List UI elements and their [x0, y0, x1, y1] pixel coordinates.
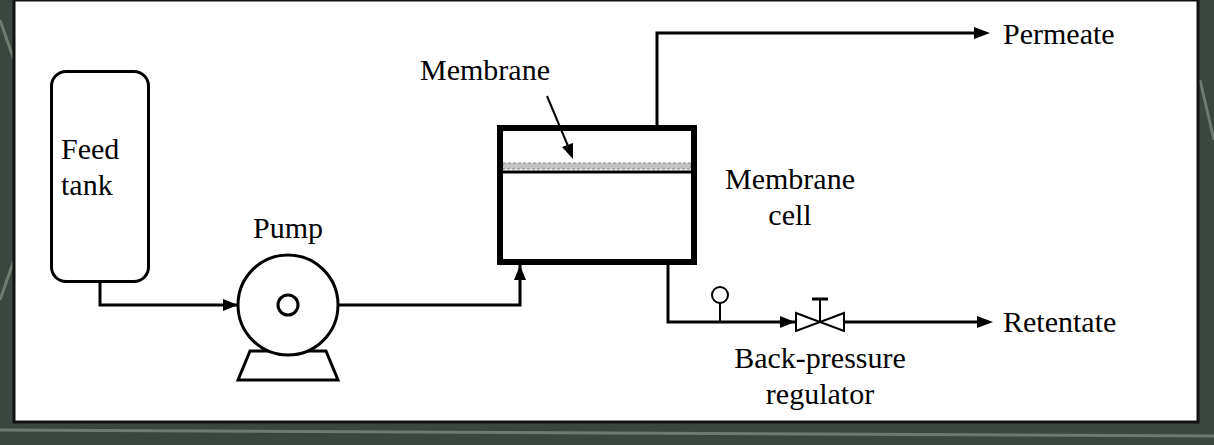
pump-impeller [278, 295, 298, 315]
pipe-connector [338, 265, 526, 305]
valve-stem [819, 299, 821, 322]
back-pressure-regulator: Back-pressure regulator [715, 296, 925, 412]
valve-handle [812, 298, 828, 301]
membrane-layer [503, 163, 691, 169]
permeate-arrowhead [974, 27, 990, 39]
pipe-connector [100, 283, 238, 311]
valve-symbol [795, 296, 845, 332]
regulator-label: Back-pressure regulator [715, 340, 925, 412]
arrowhead [780, 316, 795, 328]
valve-body [796, 313, 820, 331]
pump-casing [238, 255, 338, 355]
cell-label: Membrane cell [712, 161, 868, 233]
retentate-arrowhead [977, 316, 993, 328]
pipe-line [668, 265, 795, 322]
pump-label: Pump [236, 210, 340, 246]
valve-body [820, 313, 844, 331]
feed-tank: Feed tank [50, 70, 150, 283]
arrowhead [223, 299, 238, 311]
retentate-pipe [845, 321, 978, 324]
membrane-leader-line [547, 96, 568, 146]
tank-label: Feed tank [61, 131, 137, 203]
membrane-support-line [503, 171, 691, 174]
arrowhead [514, 265, 526, 280]
gauge-stem [719, 303, 721, 322]
white-panel [14, 0, 1198, 422]
permeate-pipe [657, 33, 975, 125]
leader-arrowhead [562, 143, 573, 159]
stream-label: Membrane [420, 52, 550, 88]
pump-symbol [236, 253, 340, 383]
pipe-line [100, 283, 238, 305]
pump: Pump [236, 210, 340, 383]
pipe-connector [668, 265, 795, 328]
pipe-line [338, 265, 520, 305]
pressure-gauge [712, 287, 728, 303]
membrane-cell: Membrane cell [497, 125, 697, 265]
stream-label: Permeate [1003, 16, 1115, 52]
stream-label: Retentate [1003, 304, 1116, 340]
